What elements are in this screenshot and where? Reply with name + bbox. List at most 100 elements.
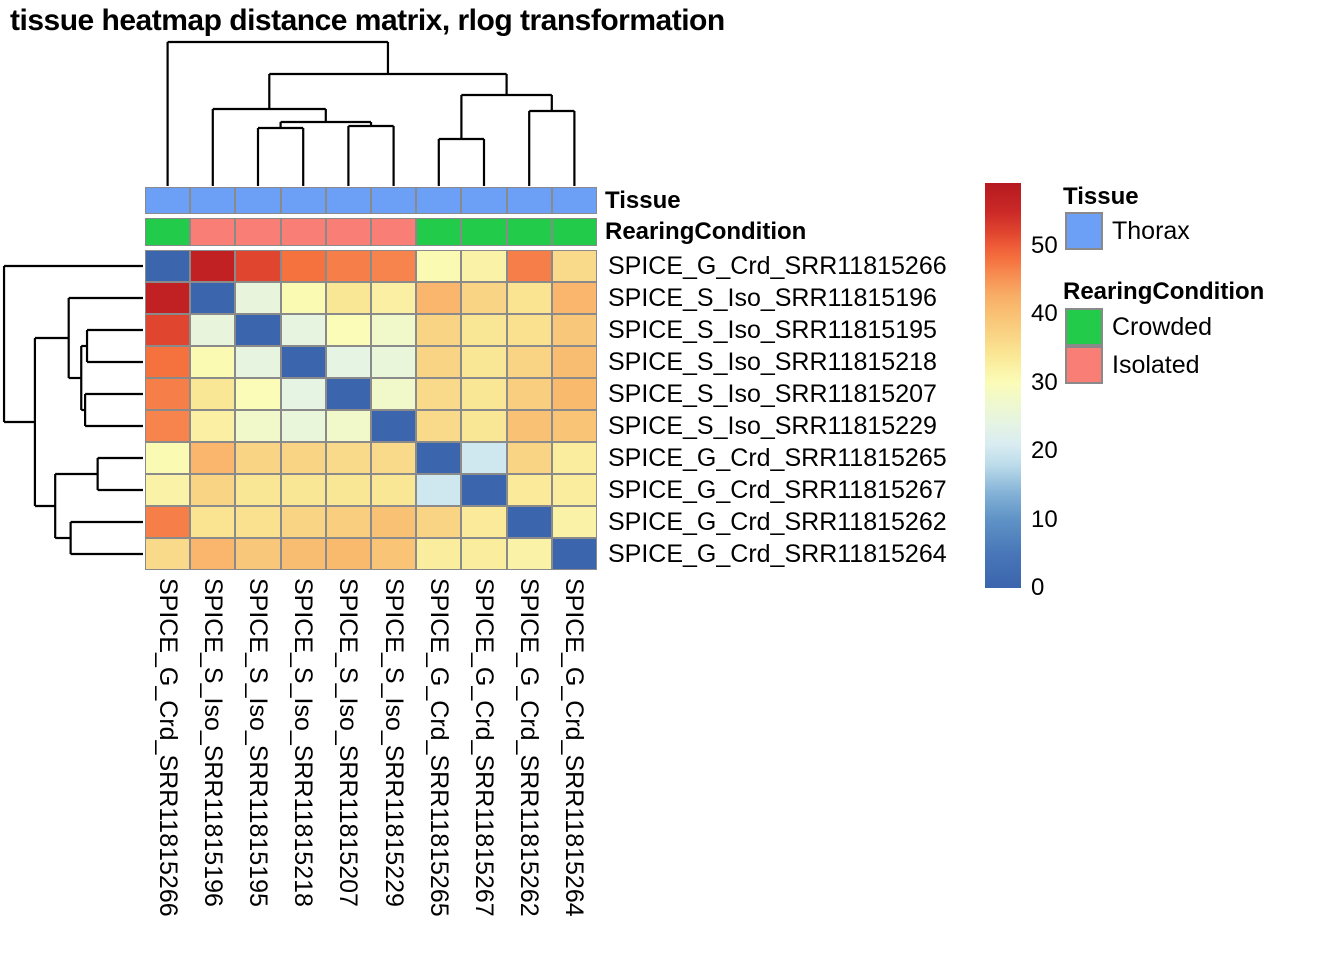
heatmap-cell — [551, 506, 597, 538]
heatmap-cell — [551, 442, 597, 474]
heatmap-cell — [280, 474, 326, 506]
row-label: SPICE_S_Iso_SRR11815207 — [608, 380, 937, 408]
heatmap-cell — [416, 346, 462, 378]
heatmap-cell — [551, 314, 597, 346]
heatmap-cell — [371, 506, 417, 538]
colorbar-tick-label: 0 — [1031, 574, 1045, 601]
legend-swatch-thorax — [1065, 212, 1103, 250]
heatmap-cell — [190, 346, 236, 378]
annotation-cell-tissue — [371, 187, 417, 214]
heatmap-cell — [235, 282, 281, 314]
annotation-name-rearingcondition: RearingCondition — [605, 218, 807, 245]
heatmap-cell — [325, 282, 371, 314]
heatmap-cell — [506, 314, 552, 346]
legend-title-rearingcondition: RearingCondition — [1063, 278, 1265, 305]
heatmap-cell — [145, 442, 191, 474]
heatmap-cell — [506, 442, 552, 474]
row-label: SPICE_G_Crd_SRR11815267 — [608, 476, 947, 504]
heatmap-cell — [235, 378, 281, 410]
heatmap-cell — [190, 506, 236, 538]
heatmap-cell — [190, 314, 236, 346]
heatmap-cell — [416, 282, 462, 314]
heatmap-cell — [461, 378, 507, 410]
heatmap-cell — [190, 282, 236, 314]
heatmap-cell — [325, 314, 371, 346]
heatmap-cell — [325, 474, 371, 506]
row-label: SPICE_G_Crd_SRR11815262 — [608, 508, 947, 536]
heatmap-cell — [461, 410, 507, 442]
heatmap-cell — [190, 442, 236, 474]
heatmap-cell — [235, 538, 281, 570]
column-label: SPICE_G_Crd_SRR11815265 — [424, 578, 453, 917]
heatmap-cell — [551, 538, 597, 570]
heatmap-cell — [145, 538, 191, 570]
annotation-cell-rearingcondition — [371, 218, 417, 246]
annotation-cell-rearingcondition — [416, 218, 462, 246]
heatmap-cell — [551, 474, 597, 506]
colorbar-gradient — [985, 183, 1021, 588]
heatmap-cell — [280, 538, 326, 570]
colorbar-tick-label: 30 — [1031, 368, 1058, 396]
heatmap-cell — [280, 346, 326, 378]
heatmap-cell — [145, 506, 191, 538]
heatmap-cell — [461, 538, 507, 570]
column-label: SPICE_G_Crd_SRR11815267 — [470, 578, 498, 917]
column-label: SPICE_S_Iso_SRR11815229 — [379, 578, 408, 907]
heatmap-cell — [506, 346, 552, 378]
colorbar-tick-label: 10 — [1031, 505, 1058, 533]
heatmap-cell — [461, 250, 507, 282]
heatmap-cell — [416, 538, 462, 570]
heatmap-cell — [371, 346, 417, 378]
heatmap-cell — [371, 314, 417, 346]
heatmap-cell — [145, 378, 191, 410]
row-label: SPICE_G_Crd_SRR11815265 — [608, 444, 947, 472]
heatmap-cell — [190, 474, 236, 506]
heatmap-cell — [280, 442, 326, 474]
heatmap-cell — [325, 506, 371, 538]
legend-swatch-isolated — [1065, 346, 1103, 384]
column-label: SPICE_S_Iso_SRR11815218 — [289, 578, 318, 907]
heatmap-cell — [416, 474, 462, 506]
heatmap-cell — [416, 314, 462, 346]
annotation-name-tissue: Tissue — [605, 186, 681, 214]
heatmap-cell — [551, 410, 597, 442]
heatmap-cell — [551, 378, 597, 410]
legend-label-crowded: Crowded — [1112, 313, 1213, 341]
annotation-cell-rearingcondition — [325, 218, 371, 246]
heatmap-cell — [145, 474, 191, 506]
legend-label-thorax: Thorax — [1112, 217, 1190, 245]
annotation-cell-tissue — [461, 187, 507, 214]
row-label: SPICE_S_Iso_SRR11815229 — [608, 412, 937, 440]
heatmap-cell — [506, 538, 552, 570]
heatmap-cell — [145, 282, 191, 314]
heatmap-cell — [416, 410, 462, 442]
heatmap-cell — [371, 474, 417, 506]
column-label: SPICE_G_Crd_SRR11815264 — [560, 578, 589, 917]
heatmap-cell — [280, 378, 326, 410]
heatmap-cell — [235, 442, 281, 474]
row-label: SPICE_S_Iso_SRR11815196 — [608, 284, 937, 312]
heatmap-cell — [371, 538, 417, 570]
heatmap-cell — [325, 250, 371, 282]
heatmap-cell — [325, 442, 371, 474]
heatmap-cell — [371, 378, 417, 410]
heatmap-cell — [145, 250, 191, 282]
heatmap-cell — [235, 410, 281, 442]
heatmap-cell — [461, 282, 507, 314]
annotation-cell-rearingcondition — [506, 218, 552, 246]
column-label: SPICE_S_Iso_SRR11815195 — [244, 578, 272, 907]
legend-label-isolated: Isolated — [1112, 351, 1200, 379]
heatmap-cell — [461, 506, 507, 538]
heatmap-cell — [325, 346, 371, 378]
column-label: SPICE_S_Iso_SRR11815207 — [334, 578, 363, 907]
heatmap-cell — [461, 474, 507, 506]
heatmap-cell — [416, 506, 462, 538]
heatmap-cell — [371, 250, 417, 282]
annotation-cell-rearingcondition — [280, 218, 326, 246]
heatmap-cell — [235, 474, 281, 506]
annotation-cell-tissue — [190, 187, 236, 214]
heatmap-cell — [280, 506, 326, 538]
annotation-cell-tissue — [280, 187, 326, 214]
row-label: SPICE_S_Iso_SRR11815195 — [608, 316, 937, 344]
